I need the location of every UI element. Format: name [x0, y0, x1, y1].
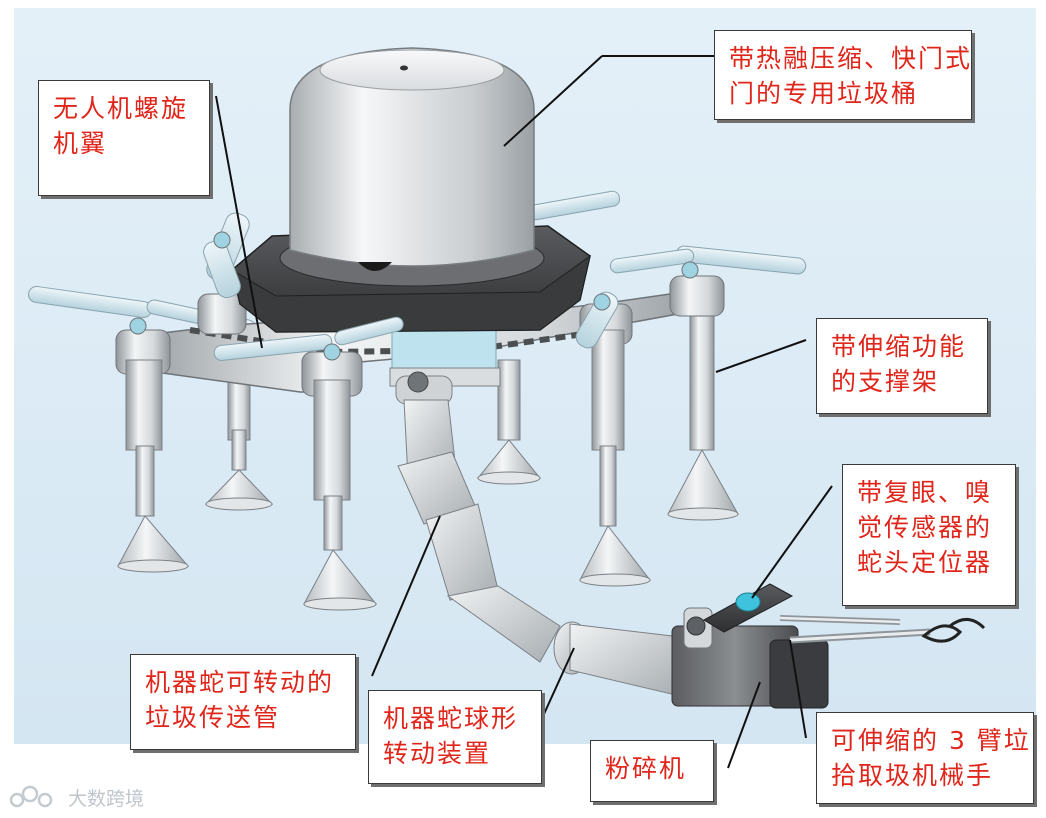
crusher-and-arm — [671, 583, 986, 709]
watermark-text: 大数跨境 — [68, 787, 145, 810]
callout-sensor-line-2: 觉传感器的 — [857, 513, 993, 542]
leader-line-arm — [789, 639, 807, 739]
callout-bin-line-2: 门的专用垃圾桶 — [729, 79, 919, 108]
callout-tube: 机器蛇可转动的 垃圾传送管 — [130, 654, 356, 750]
leader-line-sensor — [751, 485, 833, 599]
leader-line-ball-joint — [543, 647, 575, 715]
callout-arm: 可伸缩的 3 臂垃 拾取圾机械手 — [816, 712, 1034, 804]
callout-support-line-1: 带伸缩功能 — [831, 332, 967, 361]
callout-bin: 带热融压缩、快门式 门的专用垃圾桶 — [714, 30, 972, 120]
leader-line-crusher — [727, 681, 761, 769]
callout-support-line-2: 的支撑架 — [831, 367, 940, 396]
callout-sensor-line-1: 带复眼、嗅 — [857, 478, 993, 507]
callout-propeller: 无人机螺旋 机翼 — [38, 80, 210, 196]
callout-ball-joint-line-1: 机器蛇球形 — [383, 704, 519, 733]
callout-propeller-line-2: 机翼 — [53, 129, 108, 158]
callout-propeller-line-1: 无人机螺旋 — [53, 94, 189, 123]
callout-ball-joint-line-2: 转动装置 — [383, 739, 492, 768]
callout-ball-joint: 机器蛇球形 转动装置 — [368, 690, 542, 784]
callout-sensor-line-3: 蛇头定位器 — [857, 548, 993, 577]
callout-bin-line-1: 带热融压缩、快门式 — [729, 44, 973, 73]
callout-sensor: 带复眼、嗅 觉传感器的 蛇头定位器 — [842, 464, 1016, 606]
callout-arm-line-1: 可伸缩的 3 臂垃 — [831, 726, 1031, 755]
leader-line-bin-diag — [503, 55, 603, 147]
callout-support: 带伸缩功能 的支撑架 — [816, 318, 988, 414]
propeller-blades-front — [129, 231, 699, 361]
callout-tube-line-1: 机器蛇可转动的 — [145, 668, 335, 697]
watermark: 大数跨境 — [8, 782, 144, 812]
snake-tube — [395, 371, 681, 697]
support-legs-front — [117, 329, 652, 611]
leader-line-support — [715, 339, 807, 373]
leader-line-tube — [371, 515, 441, 677]
support-legs-back — [204, 289, 739, 521]
callout-crusher: 粉碎机 — [590, 740, 714, 802]
callout-tube-line-2: 垃圾传送管 — [145, 703, 281, 732]
watermark-logo-icon — [9, 785, 53, 808]
leader-lines — [215, 55, 833, 769]
callout-crusher-line-1: 粉碎机 — [605, 754, 687, 783]
garbage-bin — [289, 47, 535, 271]
leader-line-propeller — [215, 95, 263, 349]
callout-arm-line-2: 拾取圾机械手 — [831, 761, 994, 790]
